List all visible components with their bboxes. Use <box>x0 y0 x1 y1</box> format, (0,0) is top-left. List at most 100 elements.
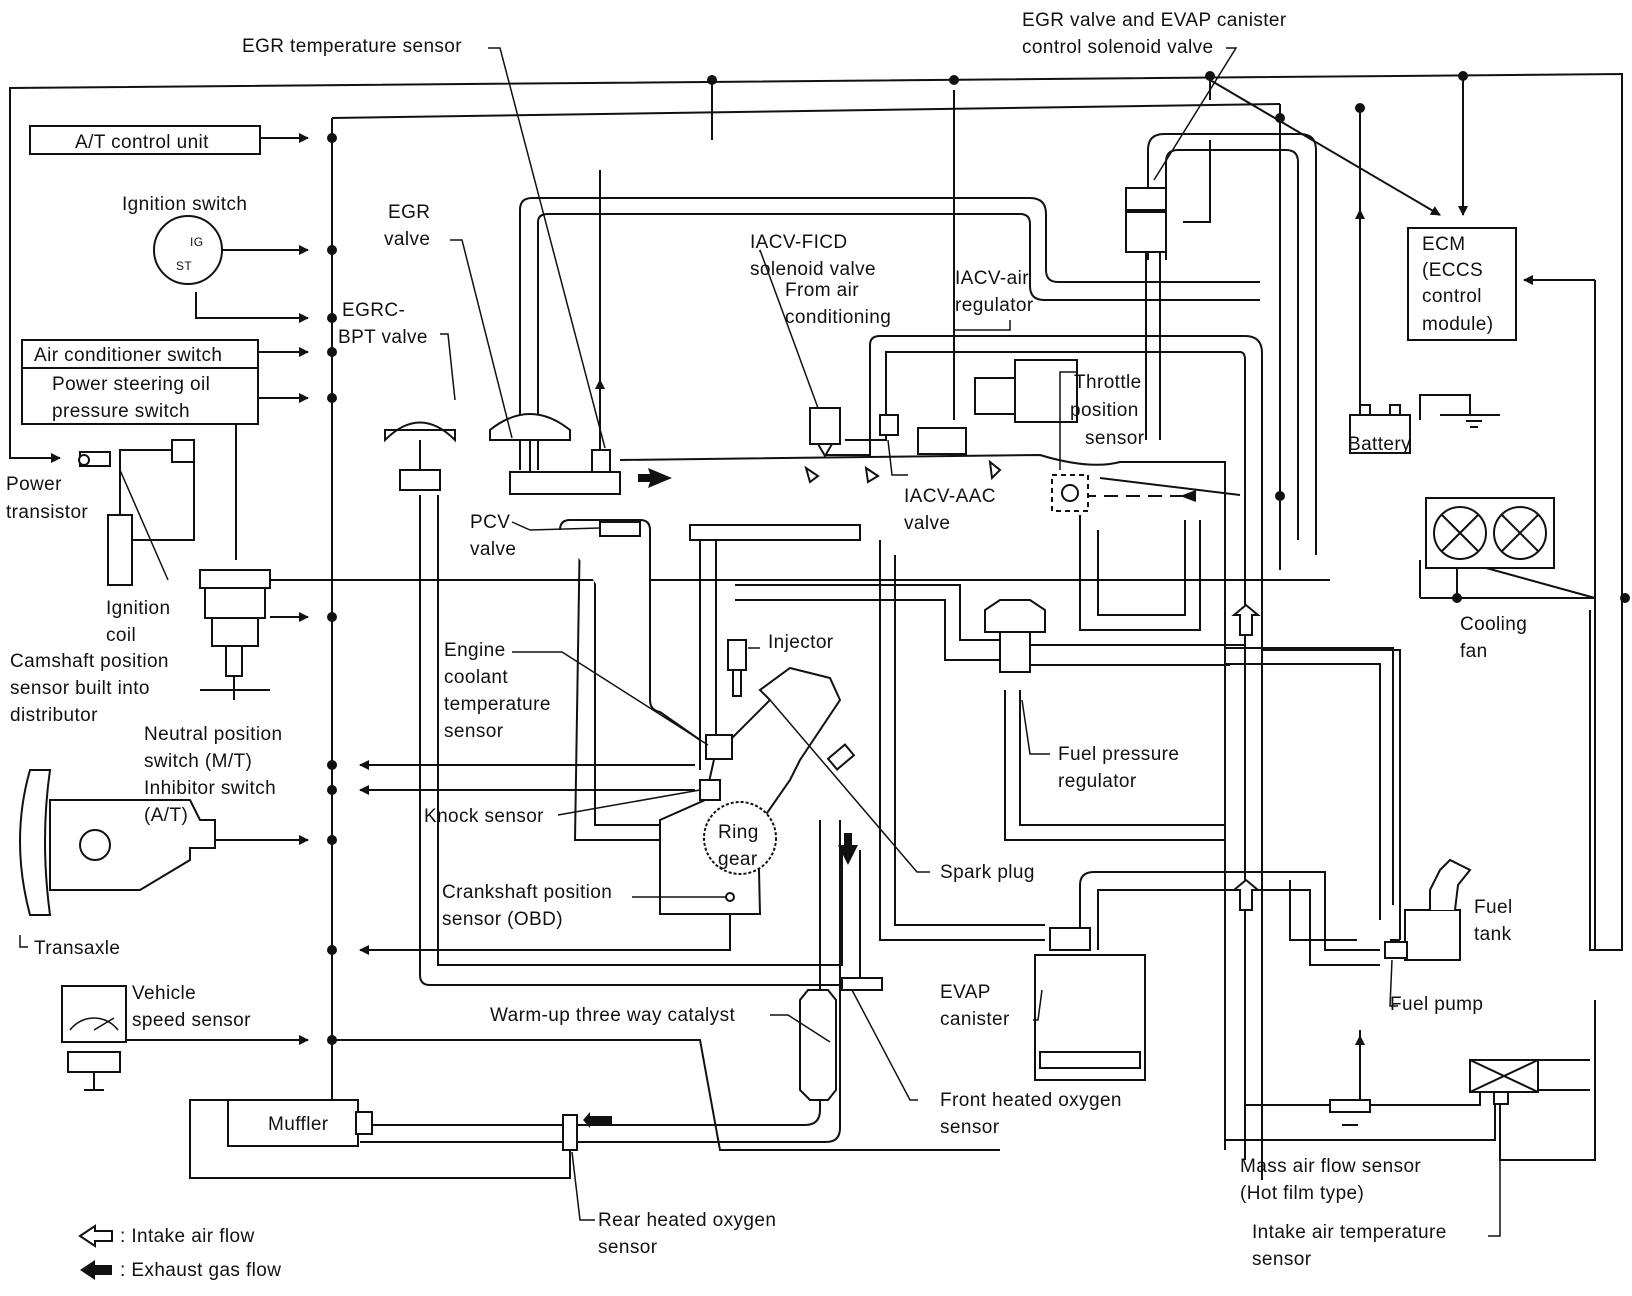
ckp-label-2: sensor (OBD) <box>442 909 563 930</box>
ect-label-2: coolant <box>444 667 508 688</box>
tps-label-1: Throttle <box>1074 372 1142 393</box>
transaxle-icon <box>19 769 216 916</box>
iacv-air-regulator-icon <box>974 359 1078 423</box>
ecm-label-4: module) <box>1422 314 1493 335</box>
intake-air-duct-icon <box>1469 1059 1539 1105</box>
throttle-position-sensor-icon <box>1051 474 1089 512</box>
battery-label: Battery <box>1348 434 1411 455</box>
pcv-label-2: valve <box>470 539 516 560</box>
fuel-pressure-regulator-icon <box>984 599 1046 673</box>
ring-gear-label-1: Ring <box>718 822 759 843</box>
flow-arrows <box>583 459 1261 1128</box>
transaxle-label: Transaxle <box>34 938 120 959</box>
intake-manifold-plumbing <box>419 133 1590 1180</box>
cooling-fan-label-2: fan <box>1460 641 1488 662</box>
distributor-icon <box>199 569 271 700</box>
evap-canister-label-1: EVAP <box>940 982 991 1003</box>
tps-label-2: position <box>1070 400 1139 421</box>
maf-label-2: (Hot film type) <box>1240 1183 1364 1204</box>
evap-canister-label-2: canister <box>940 1009 1010 1030</box>
muffler-label: Muffler <box>268 1114 329 1135</box>
fuel-tank-icon <box>1404 858 1472 961</box>
ignition-coil-label-1: Ignition <box>106 598 170 619</box>
fuel-pump-icon <box>1384 941 1408 959</box>
legend <box>78 1224 113 1280</box>
ecm-label-3: control <box>1422 286 1482 307</box>
ecm-label-1: ECM <box>1422 234 1465 255</box>
spark-plug-label: Spark plug <box>940 862 1035 883</box>
catalyst-label: Warm-up three way catalyst <box>490 1005 735 1026</box>
ig-label: IG <box>190 235 203 249</box>
ignition-switch-label: Ignition switch <box>122 194 247 215</box>
ring-gear-label-2: gear <box>718 849 758 870</box>
power-transistor-label-2: transistor <box>6 502 88 523</box>
power-steering-switch-box <box>21 367 259 425</box>
exhaust-gas-flow-icon <box>80 1260 112 1280</box>
fuel-tank-label-1: Fuel <box>1474 897 1513 918</box>
labels: A/T control unit Ignition switch IG ST A… <box>6 10 1527 1281</box>
cooling-fan-icon <box>1425 497 1555 569</box>
iacv-ficd-valve-icon <box>809 407 841 458</box>
iacv-aac-label-1: IACV-AAC <box>904 486 996 507</box>
camshaft-label-2: sensor built into <box>10 678 150 699</box>
from-ac-label-1: From air <box>785 280 859 301</box>
neutral-label-2: switch (M/T) <box>144 751 252 772</box>
intake-air-flow-icon <box>78 1224 113 1248</box>
spark-plug-icon <box>826 743 856 771</box>
fpr-label-2: regulator <box>1058 771 1137 792</box>
pcv-label-1: PCV <box>470 512 510 533</box>
wiring-junctions <box>327 71 1630 1045</box>
iacv-ficd-label-1: IACV-FICD <box>750 232 848 253</box>
injector-label: Injector <box>768 632 834 653</box>
legend-intake-label: : Intake air flow <box>120 1226 255 1247</box>
pcv-valve-icon <box>599 521 641 537</box>
power-steering-label-1: Power steering oil <box>52 374 210 395</box>
egrc-bpt-label-1: EGRC- <box>342 300 405 321</box>
air-conditioner-switch-box <box>21 339 259 369</box>
iat-label-2: sensor <box>1252 1249 1312 1270</box>
egr-temperature-sensor-icon <box>591 449 611 473</box>
power-transistor-label-1: Power <box>6 474 62 495</box>
at-control-unit-label: A/T control unit <box>75 132 209 153</box>
power-transistor-icon <box>78 439 195 541</box>
exhaust-system <box>227 820 841 1147</box>
tps-label-3: sensor <box>1085 428 1145 449</box>
neutral-label-1: Neutral position <box>144 724 282 745</box>
ignition-coil-icon <box>107 469 169 586</box>
rear-o2-label-1: Rear heated oxygen <box>598 1210 776 1231</box>
engine-coolant-temp-sensor-icon <box>705 734 733 760</box>
vss-label-2: speed sensor <box>132 1010 251 1031</box>
cooling-fan-label-1: Cooling <box>1460 614 1527 635</box>
egr-temp-label: EGR temperature sensor <box>242 36 462 57</box>
leader-lines <box>19 47 1501 1237</box>
fpr-label-1: Fuel pressure <box>1058 744 1179 765</box>
iat-label-1: Intake air temperature <box>1252 1222 1447 1243</box>
egr-valve-label-1: EGR <box>388 202 430 223</box>
battery-icon <box>1349 404 1486 454</box>
egr-valve-icon <box>489 413 621 495</box>
iacv-aac-label-2: valve <box>904 513 950 534</box>
ect-label-4: sensor <box>444 721 504 742</box>
injector-icon <box>727 639 747 697</box>
egr-evap-solenoid-icon <box>1125 187 1167 440</box>
crankshaft-position-sensor-icon <box>725 892 735 902</box>
muffler-body <box>227 1099 359 1147</box>
front-o2-label-2: sensor <box>940 1117 1000 1138</box>
neutral-label-4: (A/T) <box>144 805 188 826</box>
at-control-unit-box <box>29 125 261 155</box>
rear-o2-label-2: sensor <box>598 1237 658 1258</box>
front-oxygen-sensor-icon <box>841 977 883 991</box>
knock-sensor-icon <box>699 779 721 801</box>
knock-sensor-label: Knock sensor <box>424 806 544 827</box>
egr-evap-label-2: control solenoid valve <box>1022 37 1214 58</box>
from-ac-label-2: conditioning <box>785 307 891 328</box>
camshaft-label-3: distributor <box>10 705 98 726</box>
neutral-label-3: Inhibitor switch <box>144 778 276 799</box>
ect-label-3: temperature <box>444 694 551 715</box>
ect-label-1: Engine <box>444 640 506 661</box>
ignition-coil-label-2: coil <box>106 625 136 646</box>
egrc-bpt-label-2: BPT valve <box>338 327 428 348</box>
iacv-air-label-2: regulator <box>955 295 1034 316</box>
iacv-aac-valve-icon <box>879 414 967 455</box>
